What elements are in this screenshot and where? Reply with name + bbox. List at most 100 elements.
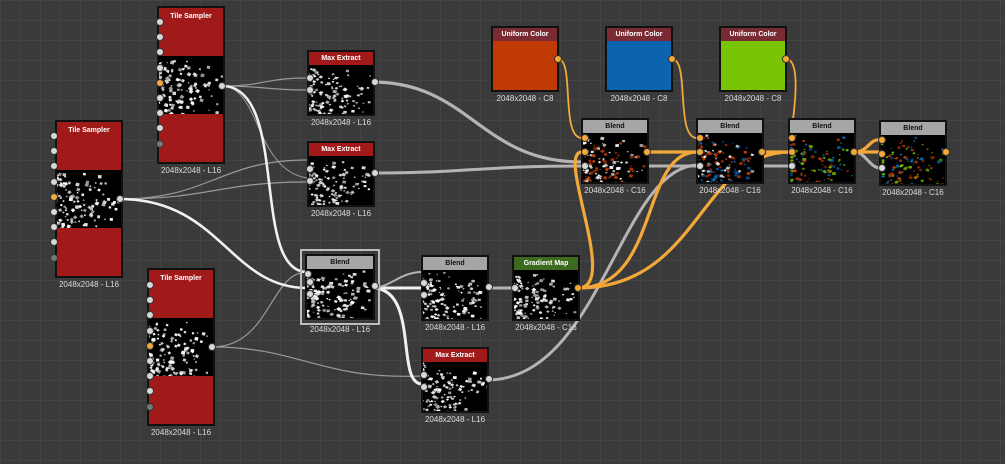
output-port[interactable]: [668, 55, 676, 63]
node-title: Blend: [881, 122, 945, 135]
node-preview: [159, 56, 223, 114]
input-port[interactable]: [420, 279, 428, 287]
input-port[interactable]: [156, 18, 164, 26]
node-max-extract-3[interactable]: Max Extract 2048x2048 - L16: [421, 347, 489, 424]
output-port[interactable]: [643, 148, 651, 156]
node-uniform-color-3[interactable]: Uniform Color 2048x2048 - C8: [719, 26, 787, 103]
node-resolution: 2048x2048 - C16: [584, 186, 646, 195]
node-preview: [309, 156, 373, 205]
output-port[interactable]: [371, 78, 379, 86]
output-port[interactable]: [218, 82, 226, 90]
input-port[interactable]: [50, 223, 58, 232]
input-port[interactable]: [511, 284, 519, 292]
node-title: Max Extract: [423, 349, 487, 362]
output-port[interactable]: [371, 282, 379, 290]
output-port[interactable]: [758, 148, 766, 156]
noise-texture: [583, 133, 647, 182]
output-port[interactable]: [942, 148, 950, 156]
input-port[interactable]: [878, 164, 886, 172]
input-port[interactable]: [696, 134, 704, 142]
output-port[interactable]: [485, 283, 493, 291]
input-port[interactable]: [306, 165, 314, 173]
input-port[interactable]: [50, 162, 58, 171]
input-port[interactable]: [146, 281, 154, 289]
input-port[interactable]: [581, 162, 589, 170]
node-title: Max Extract: [309, 143, 373, 156]
input-port[interactable]: [50, 132, 58, 140]
input-port[interactable]: [146, 311, 154, 320]
node-gradient-map[interactable]: Gradient Map 2048x2048 - C16: [512, 255, 580, 332]
input-port[interactable]: [146, 372, 154, 381]
input-port[interactable]: [50, 177, 58, 186]
input-port[interactable]: [420, 371, 428, 379]
noise-texture: [698, 133, 762, 182]
input-port[interactable]: [878, 150, 886, 158]
input-port[interactable]: [696, 148, 704, 156]
node-tile-sampler-1[interactable]: Tile Sampler 2048x2048 - L16: [157, 6, 225, 175]
noise-texture: [423, 362, 487, 411]
input-port[interactable]: [420, 383, 428, 391]
input-port[interactable]: [878, 136, 886, 144]
node-max-extract-2[interactable]: Max Extract 2048x2048 - L16: [307, 141, 375, 218]
node-tile-sampler-3[interactable]: Tile Sampler 2048x2048 - L16: [147, 268, 215, 437]
node-max-extract-1[interactable]: Max Extract 2048x2048 - L16: [307, 50, 375, 127]
output-port[interactable]: [116, 195, 124, 203]
node-tile-sampler-2[interactable]: Tile Sampler 2048x2048 - L16: [55, 120, 123, 289]
input-port[interactable]: [420, 291, 428, 299]
input-port[interactable]: [146, 402, 154, 411]
input-port[interactable]: [146, 326, 154, 335]
node-blend-mid[interactable]: Blend 2048x2048 - L16: [421, 255, 489, 332]
wire: [221, 85, 308, 91]
node-title: Blend: [698, 120, 762, 133]
input-port[interactable]: [306, 290, 314, 298]
node-resolution: 2048x2048 - C16: [882, 188, 944, 197]
input-port[interactable]: [581, 148, 589, 156]
input-port[interactable]: [306, 278, 314, 286]
input-port[interactable]: [50, 208, 58, 216]
node-uniform-color-1[interactable]: Uniform Color 2048x2048 - C8: [491, 26, 559, 103]
output-port[interactable]: [208, 343, 216, 351]
input-port[interactable]: [156, 109, 164, 118]
input-port[interactable]: [581, 134, 589, 142]
input-port[interactable]: [50, 238, 58, 247]
output-port[interactable]: [485, 375, 493, 383]
input-port[interactable]: [156, 139, 164, 148]
input-port[interactable]: [50, 147, 58, 156]
input-port[interactable]: [156, 94, 164, 102]
input-port[interactable]: [50, 253, 58, 262]
input-port[interactable]: [156, 48, 164, 57]
input-port[interactable]: [50, 192, 58, 201]
node-blend-2[interactable]: Blend 2048x2048 - C16: [696, 118, 764, 195]
node-blend-3[interactable]: Blend 2048x2048 - C16: [788, 118, 856, 195]
output-port[interactable]: [574, 284, 582, 292]
input-port[interactable]: [146, 387, 154, 396]
input-port[interactable]: [156, 63, 164, 72]
output-port[interactable]: [782, 55, 790, 63]
input-port[interactable]: [788, 134, 796, 142]
input-port[interactable]: [788, 148, 796, 156]
output-port[interactable]: [554, 55, 562, 63]
input-port[interactable]: [146, 357, 154, 365]
output-port[interactable]: [850, 148, 858, 156]
output-port[interactable]: [371, 169, 379, 177]
input-port[interactable]: [146, 296, 154, 305]
input-port[interactable]: [156, 124, 164, 133]
node-blend-4[interactable]: Blend 2048x2048 - C16: [879, 120, 947, 197]
input-port[interactable]: [306, 74, 314, 82]
input-port[interactable]: [306, 86, 314, 94]
node-title: Uniform Color: [607, 28, 671, 41]
node-title: Uniform Color: [721, 28, 785, 41]
node-blend-1[interactable]: Blend 2048x2048 - C16: [581, 118, 649, 195]
input-port[interactable]: [156, 78, 164, 87]
wire: [671, 58, 698, 139]
wire: [854, 138, 881, 154]
input-port[interactable]: [696, 162, 704, 170]
node-uniform-color-2[interactable]: Uniform Color 2048x2048 - C8: [605, 26, 673, 103]
input-port[interactable]: [156, 33, 164, 42]
input-port[interactable]: [788, 162, 796, 170]
input-port[interactable]: [304, 270, 312, 278]
input-port[interactable]: [146, 341, 154, 350]
node-blend-selected[interactable]: Blend 2048x2048 - L16: [300, 249, 380, 334]
input-port[interactable]: [306, 177, 314, 185]
